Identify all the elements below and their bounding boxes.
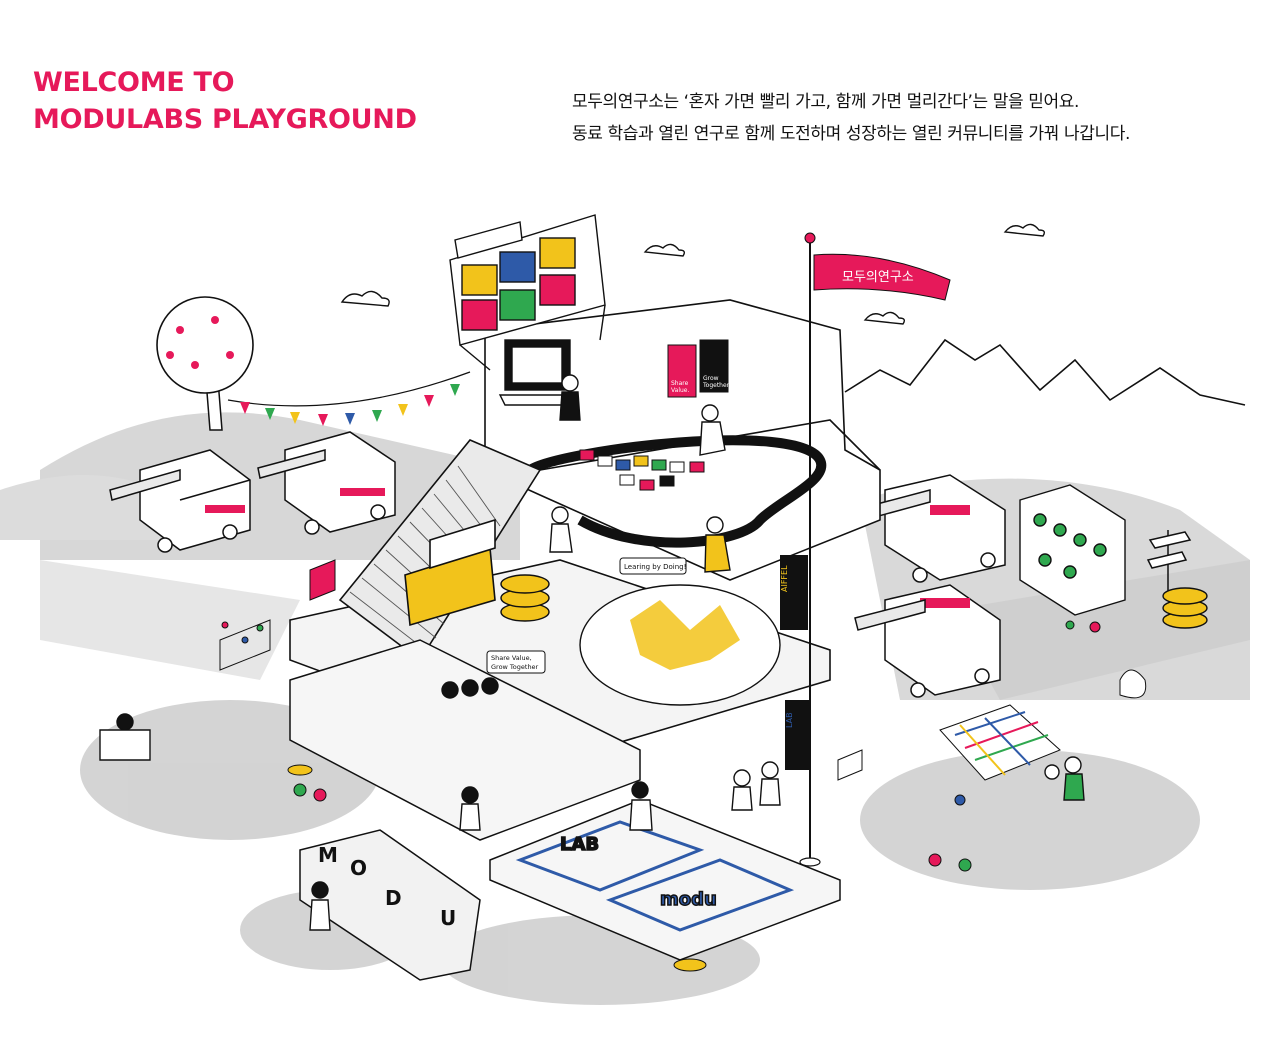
sign-aiffel-text: AIFFEL (780, 565, 789, 592)
poster-together-text: Together (702, 382, 730, 389)
people (99, 374, 1085, 931)
pennant-flags (227, 371, 471, 426)
track-lab-text: LAB (560, 834, 599, 855)
intro-line-2: 동료 학습과 열린 연구로 함께 도전하며 성장하는 열린 커뮤니티를 가꿔 나… (572, 124, 1130, 144)
lab-track: LAB modu (489, 799, 841, 961)
page-title: WELCOME TO MODULABS PLAYGROUND (33, 64, 417, 138)
intro-text: 모두의연구소는 ‘혼자 가면 빨리 가고, 함께 가면 멀리간다’는 말을 믿어… (572, 86, 1130, 150)
title-line-1: WELCOME TO (33, 67, 235, 98)
letter-m: M (318, 843, 338, 867)
floor-tiles (579, 449, 705, 491)
poster-share-text: Share (671, 380, 689, 387)
splash-arena (579, 584, 781, 706)
modu-letter-path: M O D U (299, 829, 481, 981)
speech-bubble-learning-text: Learing by Doing! (624, 563, 686, 571)
float-rings-right (1162, 587, 1208, 629)
sign-aiffel: AIFFEL (780, 555, 808, 630)
letter-u: U (440, 906, 456, 930)
camper-truck-1 (109, 449, 251, 553)
intro-line-1: 모두의연구소는 ‘혼자 가면 빨리 가고, 함께 가면 멀리간다’는 말을 믿어… (572, 92, 1080, 112)
speech-bubble-share-line2: Grow Together (491, 663, 539, 671)
letter-o: O (350, 856, 367, 880)
mountains (844, 338, 1246, 406)
poster-value-text: Value. (671, 387, 689, 394)
speech-bubble-share: Share Value, Grow Together (486, 650, 546, 674)
picnic-blanket (939, 704, 1061, 781)
float-rings-center (500, 574, 550, 622)
letter-d: D (385, 886, 402, 910)
camper-truck-4 (854, 584, 1001, 698)
decorations (219, 559, 1147, 972)
sign-lab: LAB (785, 700, 811, 770)
poster-grow-text: Grow (703, 375, 719, 382)
track-modu-text: modu (660, 889, 717, 910)
plant-shelf (1019, 484, 1126, 616)
video-call-screen (449, 214, 606, 371)
monitor (498, 339, 577, 406)
camper-truck-2 (257, 431, 396, 535)
apple-tree (156, 296, 254, 431)
poster-share-value: Share Value. (667, 344, 697, 398)
speech-bubble-learning: Learing by Doing! (619, 557, 687, 575)
title-line-2: MODULABS PLAYGROUND (33, 104, 417, 135)
poster-grow-together: Grow Together (699, 339, 730, 393)
speech-bubble-share-line1: Share Value, (491, 654, 532, 662)
lower-platform-left (289, 639, 641, 841)
signpost (1146, 530, 1192, 600)
flag-label: 모두의연구소 (842, 270, 914, 285)
sign-lab-text: LAB (785, 712, 794, 728)
clouds (340, 223, 1046, 325)
